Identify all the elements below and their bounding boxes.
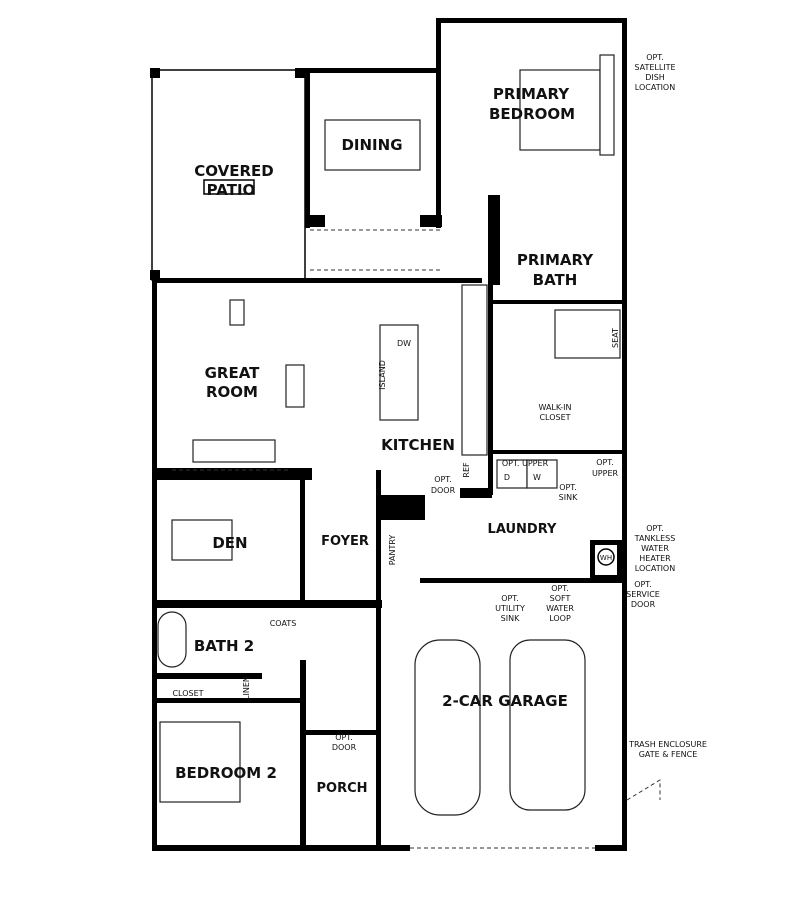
trash-enclosure-gate [626,779,661,801]
utility-sink-l1: OPT. [501,594,519,603]
opt-door-porch-l1: OPT. [335,733,353,742]
room-covered-patio-line2: PATIO [207,181,256,199]
tankless-l4: HEATER [639,554,671,563]
tankless-l1: OPT. [646,524,664,533]
service-door-l1: OPT. [634,580,652,589]
room-laundry: LAUNDRY [488,522,557,537]
walls [152,18,627,851]
room-bath-2: BATH 2 [194,637,254,655]
water-heater-icon [597,548,615,566]
satellite-l2: SATELLITE [634,63,675,72]
satellite-l1: OPT. [646,53,664,62]
island-label: ISLAND [378,360,387,390]
opt-upper-left: OPT. UPPER [502,459,549,468]
satellite-l3: DISH [645,73,665,82]
opt-upper-right-l1: OPT. [596,458,614,467]
seat-label: SEAT [611,328,620,348]
utility-sink-l3: SINK [501,614,520,623]
soft-water-l4: LOOP [549,614,571,623]
dw-label: DW [397,339,411,348]
opt-sink-l2: SINK [559,493,578,502]
room-primary-bath-line1: PRIMARY [517,251,594,269]
closet-label: CLOSET [172,689,203,698]
room-kitchen: KITCHEN [381,436,455,454]
soft-water-l1: OPT. [551,584,569,593]
satellite-l4: LOCATION [635,83,675,92]
room-primary-bedroom-line1: PRIMARY [493,85,570,103]
room-garage: 2-CAR GARAGE [442,692,568,710]
ref-label: REF [462,462,471,478]
room-primary-bath-line2: BATH [533,271,578,289]
wh-label: WH [600,554,612,562]
room-dining: DINING [341,136,402,154]
tankless-label: OPT. TANKLESS WATER HEATER LOCATION [634,524,676,573]
trash-l2: GATE & FENCE [639,750,698,759]
pantry-label: PANTRY [388,535,397,566]
coats-label: COATS [270,619,297,628]
service-door-l2: SERVICE [626,590,660,599]
opt-door-kitchen-l2: DOOR [431,486,456,495]
fixtures [157,54,621,816]
tankless-l5: LOCATION [635,564,675,573]
linen-label: LINEN [242,676,251,700]
room-great-room-line2: ROOM [206,383,258,401]
walk-in-closet-line1: WALK-IN [538,403,571,412]
room-primary-bedroom-line2: BEDROOM [489,105,575,123]
walk-in-closet-line2: CLOSET [539,413,570,422]
room-porch: PORCH [316,781,367,796]
room-foyer: FOYER [321,534,369,549]
opt-door-kitchen-l1: OPT. [434,475,452,484]
room-den: DEN [212,534,247,552]
utility-sink-l2: UTILITY [495,604,525,613]
dryer-label: D [504,473,510,482]
soft-water-l2: SOFT [550,594,571,603]
satellite-label: OPT. SATELLITE DISH LOCATION [634,53,675,92]
washer-label: W [533,473,541,482]
trash-l1: TRASH ENCLOSURE [628,740,707,749]
tankless-l2: TANKLESS [634,534,676,543]
opt-sink-l1: OPT. [559,483,577,492]
service-door-l3: DOOR [631,600,656,609]
opt-upper-right-l2: UPPER [592,469,619,478]
room-great-room-line1: GREAT [205,364,261,382]
room-bedroom-2: BEDROOM 2 [175,764,277,782]
room-covered-patio-line1: COVERED [194,162,273,180]
opt-door-porch-l2: DOOR [332,743,357,752]
soft-water-l3: WATER [546,604,574,613]
tankless-l3: WATER [641,544,669,553]
